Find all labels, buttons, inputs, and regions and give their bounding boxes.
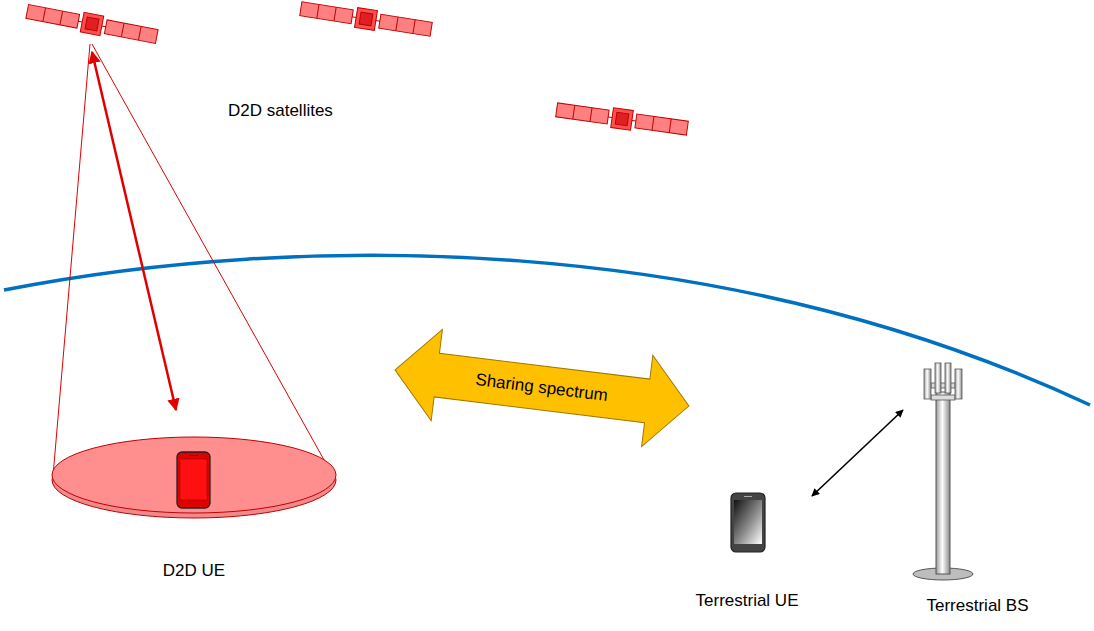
satellite-link [92,52,176,410]
user-coverage-area: D2D UE [48,428,340,583]
terrestrial-phone [731,493,765,552]
node-label: Terrestrial UE [696,591,799,611]
terrestrial-bs: Terrestrial BS [905,358,1050,618]
spectrum-arrow: Sharing spectrum [385,316,699,460]
beam-edge [92,44,333,476]
group-label: D2D satellites [228,101,333,121]
node-label: Terrestrial BS [926,596,1028,616]
link-arrow [812,410,903,496]
base-station-tower [913,363,973,580]
satellite [299,0,433,39]
node-label: D2D UE [163,561,225,581]
satellite [555,100,688,138]
terrestrial-ue: Terrestrial UE [684,488,810,613]
d2d-phone [177,452,210,508]
coverage-ellipse [48,428,340,523]
satellite [25,2,158,47]
beam-edge [53,44,90,476]
